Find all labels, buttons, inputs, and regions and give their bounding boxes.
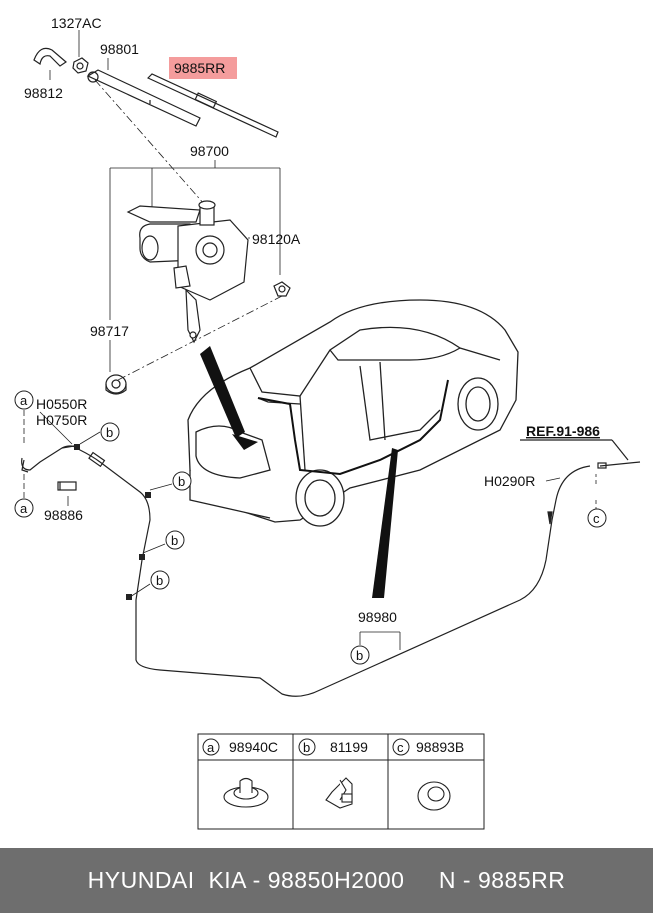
legend-key-a: a <box>207 740 215 755</box>
wiper-arm <box>86 69 201 127</box>
footer-brand: HYUNDAI KIA - 98850H2000 <box>87 867 405 893</box>
label-98980: 98980 <box>358 609 397 625</box>
callout-c: c <box>593 511 600 526</box>
hose-clips <box>74 444 151 600</box>
pointer-arrow-hose <box>372 448 398 598</box>
car-hose-routing <box>257 379 449 476</box>
grommet-bolt <box>273 281 291 297</box>
wiper-blade <box>146 73 279 138</box>
label-98801: 98801 <box>100 41 139 57</box>
callouts <box>14 390 607 665</box>
label-98812: 98812 <box>24 85 63 101</box>
legend-table <box>197 733 485 830</box>
callout-b-1: b <box>106 425 113 440</box>
bolt-cap-nut <box>72 57 89 74</box>
grommet <box>105 374 127 395</box>
pointer-arrow-motor <box>200 346 245 438</box>
label-1327ac: 1327AC <box>51 15 102 31</box>
callout-b-4: b <box>156 573 163 588</box>
footer-spacer <box>404 867 438 894</box>
legend-part-a: 98940C <box>229 739 278 755</box>
legend-key-b: b <box>303 740 310 755</box>
leader-lines-98700 <box>109 160 281 372</box>
legend-icon-81199 <box>325 777 353 809</box>
label-98886: 98886 <box>44 507 83 523</box>
legend-icon-98893b <box>417 781 451 811</box>
label-98700: 98700 <box>190 143 229 159</box>
parts-diagram: 1327AC 98801 98812 9885RR 98700 98120A 9… <box>14 15 641 830</box>
legend-part-b: 81199 <box>330 739 368 755</box>
label-h0290r: H0290R <box>484 473 535 489</box>
highlight-box <box>169 57 237 79</box>
legend-part-c: 98893B <box>416 739 464 755</box>
callout-b-2: b <box>178 474 185 489</box>
car-body <box>187 299 519 527</box>
label-98717: 98717 <box>90 323 129 339</box>
label-h0550r: H0550R <box>36 396 87 412</box>
legend-key-c: c <box>397 740 404 755</box>
left-leaders <box>23 410 597 650</box>
label-98120a: 98120A <box>252 231 301 247</box>
footer-number: N - 9885RR <box>438 867 566 893</box>
callout-b-3: b <box>171 533 178 548</box>
footer-bar: HYUNDAI KIA - 98850H2000 N - 9885RR <box>0 848 653 913</box>
callout-a-bottom: a <box>20 501 28 516</box>
nozzle <box>57 481 77 491</box>
legend-icon-98940c <box>223 777 269 808</box>
connector <box>88 451 106 468</box>
label-9885rr: 9885RR <box>174 60 225 76</box>
callout-b-5: b <box>356 648 363 663</box>
wiper-motor <box>126 200 249 344</box>
callout-a-top: a <box>20 393 28 408</box>
cap-part <box>33 47 67 67</box>
label-ref: REF.91-986 <box>526 423 600 439</box>
left-hose <box>21 445 591 697</box>
ref-hose <box>520 439 641 525</box>
label-h0750r: H0750R <box>36 412 87 428</box>
